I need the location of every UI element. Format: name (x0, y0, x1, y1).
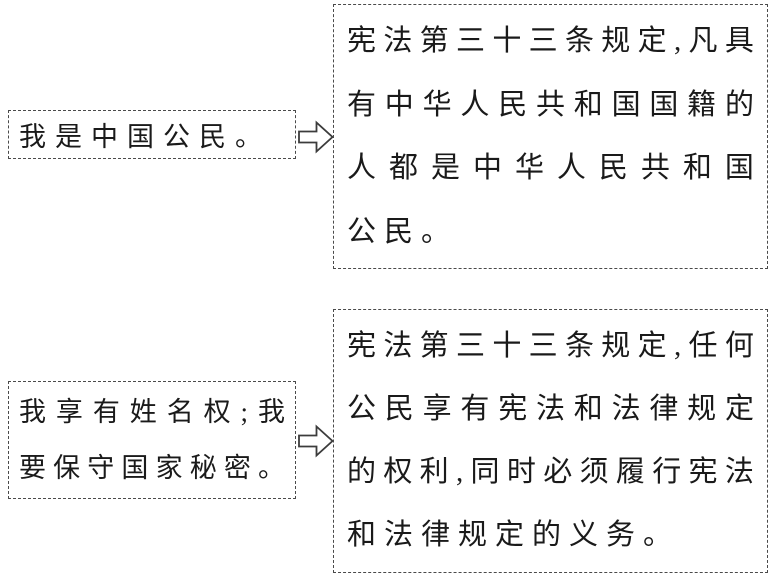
right-arrow-icon (297, 423, 334, 459)
statement-1-text: 我是中国公民。 (19, 122, 271, 152)
explanation-2-line-2: 公民享有宪法和法律规定 (347, 393, 754, 425)
explanation-2-line-4: 和法律规定的义务。 (347, 519, 681, 551)
statement-box-1: 我是中国公民。 (8, 110, 296, 159)
explanation-1-line-4: 公民。 (347, 215, 459, 248)
right-arrow-icon (297, 119, 334, 155)
explanation-2-line-3: 的权利,同时必须履行宪法 (347, 456, 754, 488)
statement-box-2: 我享有姓名权;我 要保守国家秘密。 (8, 381, 296, 499)
statement-2-line-1: 我享有姓名权;我 (19, 397, 285, 427)
explanation-1-line-3: 人都是中华人民共和国 (347, 152, 754, 184)
explanation-1-line-2: 有中华人民共和国国籍的 (347, 88, 754, 121)
explanation-box-1: 宪法第三十三条规定,凡具 有中华人民共和国国籍的 人都是中华人民共和国 公民。 (333, 4, 768, 269)
explanation-1-line-1: 宪法第三十三条规定,凡具 (347, 25, 754, 57)
statement-2-line-2: 要保守国家秘密。 (19, 453, 285, 483)
explanation-box-2: 宪法第三十三条规定,任何 公民享有宪法和法律规定 的权利,同时必须履行宪法 和法… (333, 309, 768, 573)
explanation-2-line-1: 宪法第三十三条规定,任何 (347, 330, 754, 362)
